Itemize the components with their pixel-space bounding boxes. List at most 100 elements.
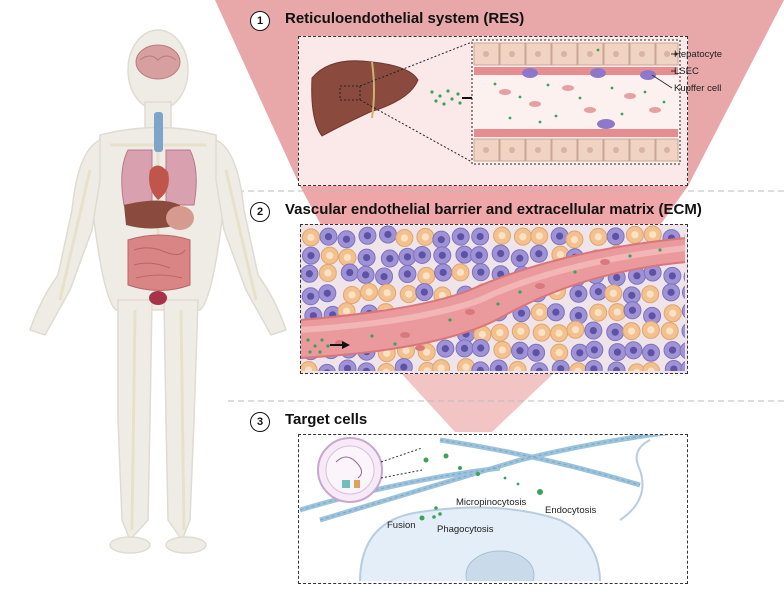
cell-nucleus: [362, 367, 371, 371]
cell-nucleus: [649, 268, 657, 277]
cell-nucleus: [555, 329, 563, 337]
cell-nucleus: [633, 272, 641, 280]
cell-nucleus: [438, 291, 446, 300]
cell-icon: [471, 361, 490, 371]
cell-icon: [301, 361, 318, 371]
cell-nucleus: [532, 349, 540, 357]
cell-nucleus: [305, 270, 313, 278]
cell-nucleus: [402, 346, 410, 355]
cell-nucleus: [423, 348, 431, 356]
kupffer-label: Kupffer cell: [674, 83, 722, 94]
cell-nucleus: [346, 268, 354, 277]
cell-nucleus: [477, 344, 485, 352]
cell-nucleus: [516, 254, 524, 262]
cell-nucleus: [324, 233, 333, 241]
cell-nucleus: [669, 309, 677, 317]
cell-icon: [568, 362, 587, 371]
cell-nucleus: [556, 232, 564, 240]
cell-nucleus: [422, 272, 430, 280]
cell-nucleus: [342, 307, 351, 315]
cell-nucleus: [498, 346, 506, 354]
cell-nucleus: [628, 306, 637, 314]
cell-nucleus: [648, 312, 656, 320]
cell-nucleus: [538, 328, 546, 337]
cell-nucleus: [380, 272, 388, 281]
section-1-number: 1: [250, 11, 270, 31]
cell-nucleus: [666, 327, 674, 335]
cell-nucleus: [437, 364, 445, 371]
cell-nucleus: [405, 290, 413, 298]
cell-nucleus: [612, 366, 621, 371]
cell-nucleus: [363, 253, 371, 262]
cell-nucleus: [589, 326, 597, 335]
cell-nucleus: [684, 350, 685, 352]
cell-nucleus: [324, 269, 332, 277]
cell-nucleus: [460, 251, 469, 259]
cell-nucleus: [613, 308, 621, 316]
cell-nucleus: [535, 250, 543, 258]
cell-icon: [679, 342, 685, 359]
cell-nucleus: [495, 364, 503, 371]
cell-nucleus: [613, 273, 621, 282]
cell-nucleus: [476, 232, 484, 241]
cell-nucleus: [348, 291, 356, 299]
cell-nucleus: [594, 288, 603, 296]
cell-nucleus: [609, 289, 617, 297]
cell-nucleus: [590, 365, 598, 371]
cell-nucleus: [383, 349, 391, 357]
cell-icon: [377, 363, 396, 371]
cell-icon: [607, 361, 626, 371]
cell-icon: [642, 362, 661, 371]
cell-nucleus: [476, 366, 484, 371]
section-3-title: Target cells: [285, 411, 368, 428]
cell-nucleus: [456, 268, 465, 277]
cell-nucleus: [627, 327, 636, 335]
cell-nucleus: [535, 367, 543, 371]
cell-nucleus: [307, 233, 315, 241]
cell-icon: [681, 304, 685, 318]
cell-nucleus: [633, 368, 641, 371]
cell-nucleus: [403, 253, 412, 261]
cell-icon: [530, 362, 549, 371]
cell-nucleus: [438, 251, 446, 259]
cell-nucleus: [382, 368, 390, 371]
cell-nucleus: [420, 288, 428, 296]
cell-nucleus: [552, 308, 560, 316]
cell-nucleus: [363, 232, 372, 240]
cell-nucleus: [647, 326, 655, 334]
cell-icon: [680, 361, 685, 371]
cell-icon: [681, 323, 685, 339]
cell-nucleus: [517, 327, 525, 335]
cell-nucleus: [343, 253, 352, 262]
cell-nucleus: [647, 367, 655, 371]
cell-nucleus: [342, 235, 351, 243]
fusion-label: Fusion: [387, 520, 416, 531]
cell-nucleus: [631, 231, 639, 239]
cell-icon: [627, 363, 646, 371]
cell-nucleus: [400, 363, 408, 371]
cell-nucleus: [668, 346, 677, 354]
cell-nucleus: [384, 230, 392, 239]
cell-nucleus: [497, 249, 505, 258]
cell-nucleus: [535, 232, 543, 240]
cell-nucleus: [571, 326, 580, 334]
cell-nucleus: [423, 367, 431, 371]
cell-nucleus: [647, 349, 655, 357]
phagocytosis-label: Phagocytosis: [437, 524, 494, 535]
cell-nucleus: [536, 308, 544, 316]
cell-nucleus: [326, 252, 334, 260]
cell-nucleus: [343, 364, 352, 371]
cell-nucleus: [437, 236, 445, 244]
cell-nucleus: [323, 289, 331, 297]
cell-nucleus: [362, 271, 370, 279]
section-2-number: 2: [250, 202, 270, 222]
cell-nucleus: [421, 233, 429, 241]
micropinocytosis-label: Micropinocytosis: [456, 497, 527, 508]
cell-nucleus: [418, 251, 426, 259]
cell-nucleus: [307, 292, 315, 300]
cell-nucleus: [594, 309, 602, 317]
cell-nucleus: [386, 254, 394, 263]
cell-nucleus: [304, 366, 313, 371]
cell-nucleus: [477, 268, 485, 276]
